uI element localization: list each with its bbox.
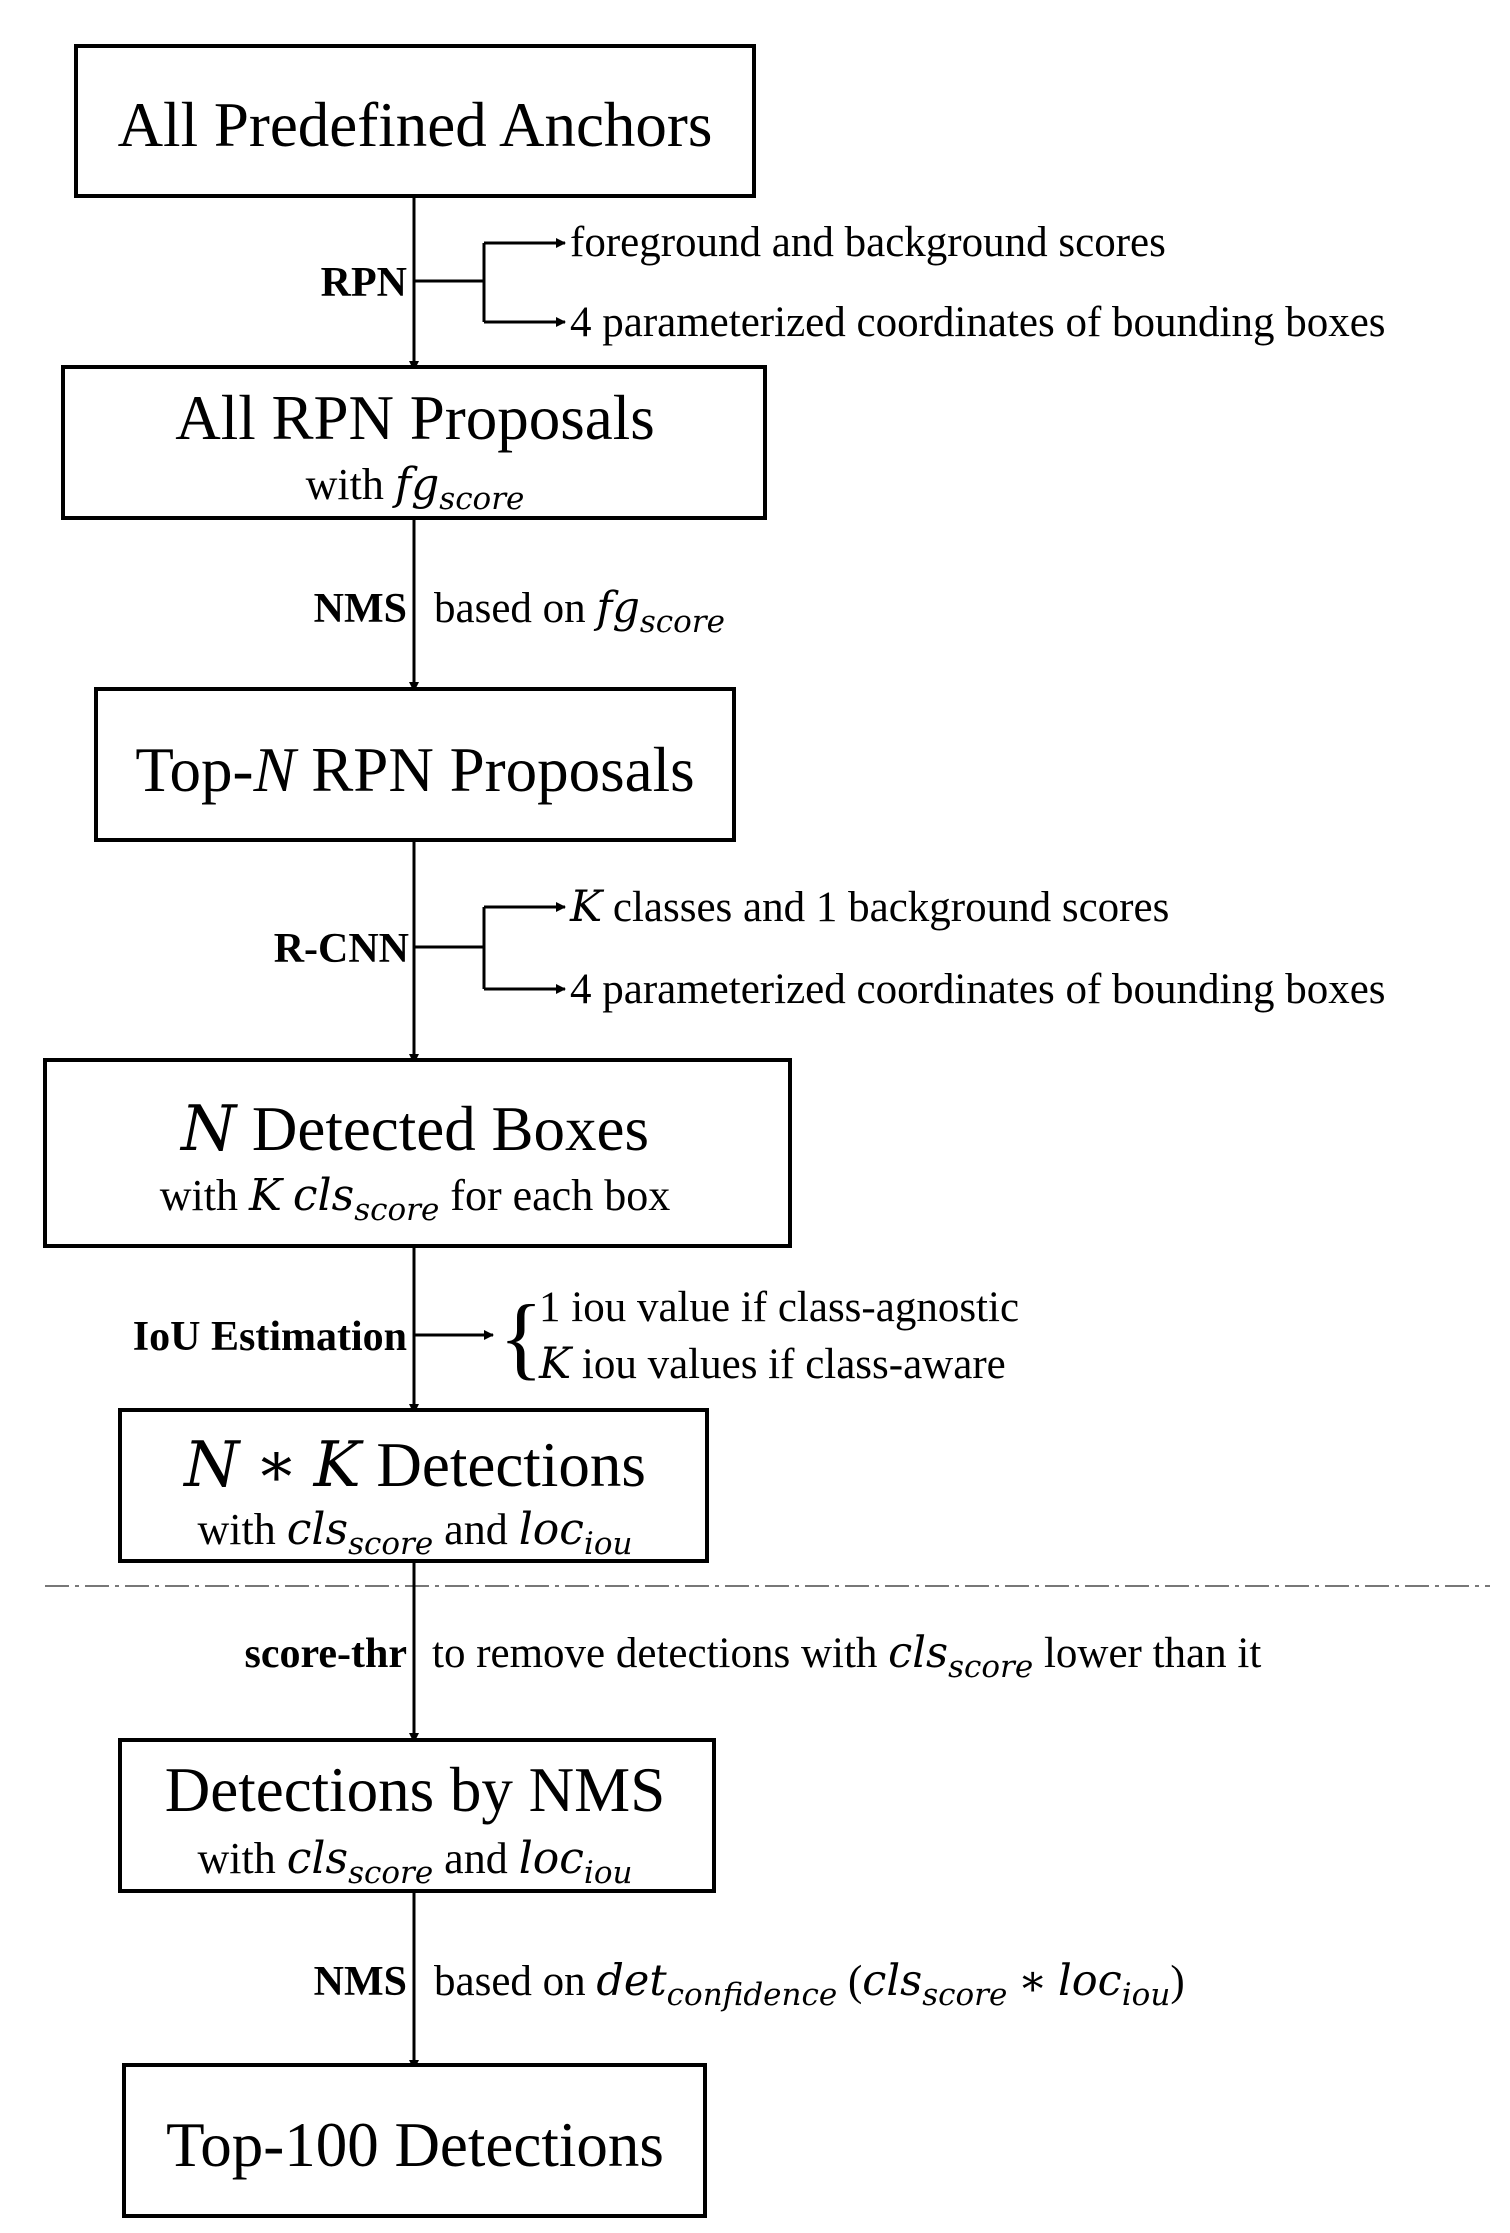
rcnn-output-2: 4 parameterized coordinates of bounding … — [570, 966, 1386, 1013]
nk-detections-subtitle: with clsscore and lociou — [198, 1504, 633, 1562]
rcnn-label: R-CNN — [274, 926, 409, 972]
rcnn-output-1: K classes and 1 background scores — [569, 882, 1169, 932]
iou-option-1: 1 iou value if class-agnostic — [539, 1284, 1019, 1331]
nms2-label: NMS — [314, 1959, 407, 2005]
top100-title: Top-100 Detections — [166, 2110, 664, 2180]
nk-detections-box — [118, 1408, 709, 1563]
score-thr-label: score-thr — [245, 1631, 407, 1677]
anchors-title: All Predefined Anchors — [118, 90, 713, 160]
nms-detections-title: Detections by NMS — [165, 1755, 665, 1825]
iou-brace: { — [499, 1286, 543, 1388]
detected-box — [43, 1058, 792, 1248]
anchors-box — [74, 44, 756, 198]
rpn-proposals-subtitle: with fgscore — [306, 459, 525, 517]
rpn-proposals-title: All RPN Proposals — [175, 383, 655, 453]
iou-option-2: K iou values if class-aware — [538, 1339, 1006, 1389]
iou-label: IoU Estimation — [133, 1314, 407, 1360]
rpn-output-2: 4 parameterized coordinates of bounding … — [570, 299, 1386, 346]
topn-box — [94, 687, 736, 842]
detected-subtitle: with K clsscore for each box — [160, 1170, 670, 1228]
score-thr-text: to remove detections with clsscore lower… — [432, 1628, 1261, 1685]
topn-title: Top-N RPN Proposals — [135, 735, 694, 805]
nms-detections-box — [118, 1738, 716, 1893]
nms1-text: based on fgscore — [434, 583, 725, 640]
nms1-label: NMS — [314, 586, 407, 632]
detected-title: N Detected Boxes — [179, 1092, 649, 1165]
rpn-output-1: foreground and background scores — [570, 219, 1166, 266]
nms2-text: based on detconfidence (clsscore ∗ locio… — [434, 1956, 1185, 2013]
nk-detections-title: N ∗ K Detections — [182, 1428, 646, 1501]
top100-box — [122, 2063, 707, 2218]
rpn-label: RPN — [321, 260, 407, 306]
nms-detections-subtitle: with clsscore and lociou — [198, 1833, 633, 1891]
